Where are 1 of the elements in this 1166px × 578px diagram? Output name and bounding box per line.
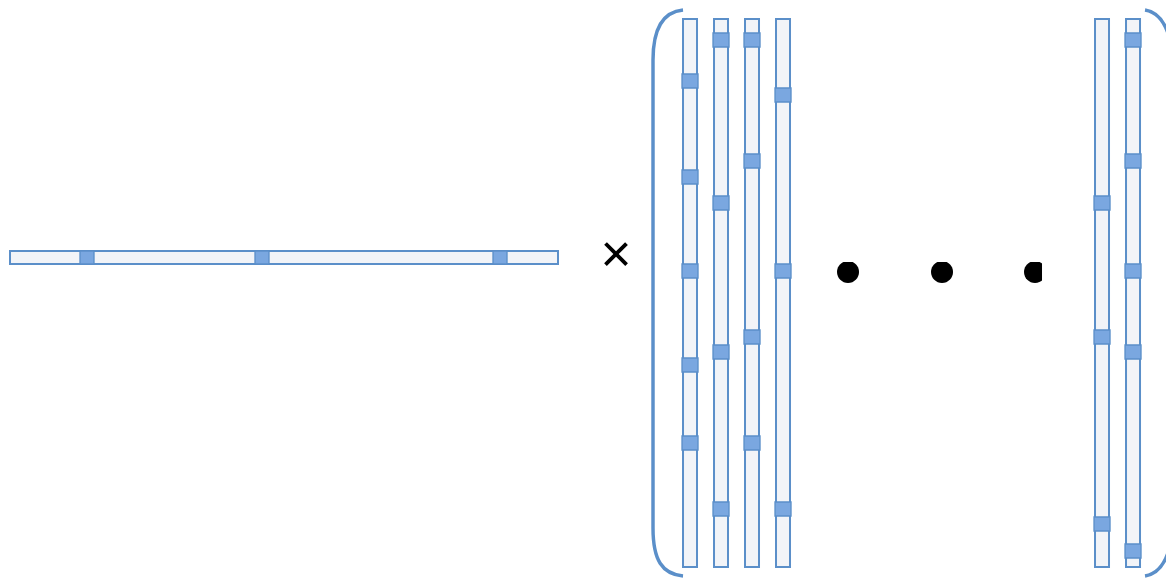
multiplication-sign: ×	[604, 242, 628, 266]
